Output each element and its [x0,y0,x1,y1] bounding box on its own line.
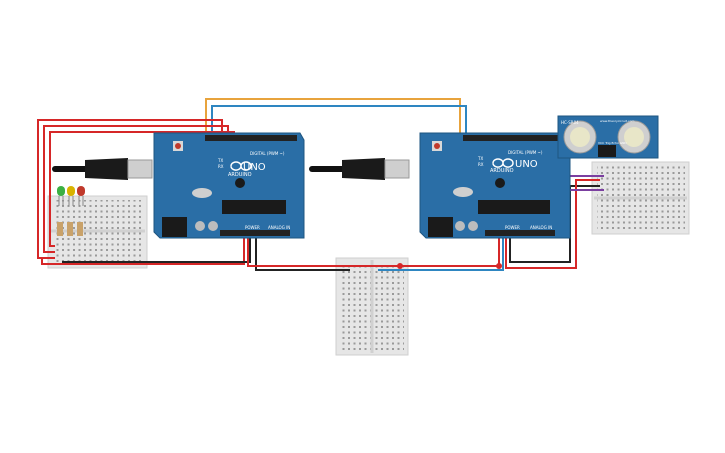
wire-blue-bottom[interactable] [378,236,504,271]
wire-black-gnd-1[interactable] [62,236,251,263]
red-led[interactable] [77,186,85,206]
board2-digital-label: DIGITAL (PWM ~) [508,150,543,155]
usb-cable-left [52,158,153,180]
breadboard-right[interactable] [591,161,690,235]
board1-rx: RX [218,164,224,169]
wire-blue-top[interactable] [211,105,467,137]
yellow-led[interactable] [67,186,75,206]
board1-power-label: POWER [245,225,260,230]
wire-red-power-1[interactable] [41,236,245,265]
board1-digital-label: DIGITAL (PWM ~) [250,151,285,156]
sensor-url: www.theorycircuit.com [600,119,634,123]
wire-red-power-2[interactable] [400,236,500,267]
junction-dot-2 [496,263,502,269]
digital-header-1[interactable] [205,135,297,141]
atmega-chip-1 [222,200,286,214]
digital-header-2[interactable] [463,135,563,141]
wire-red-power-1b[interactable] [247,236,400,267]
wire-red-led-2[interactable] [43,125,229,253]
ultrasonic-sensor[interactable]: HC-SR04 www.theorycircuit.com VCC Trig E… [557,115,659,159]
board2-tx: TX [477,156,483,161]
power-header-1[interactable] [220,230,290,236]
breadboard-left[interactable] [47,195,148,269]
wire-black-gnd-1b[interactable] [255,236,350,271]
board2-model: UNO [515,159,538,170]
board2-power-label: POWER [505,225,520,230]
board2-analog-label: ANALOG IN [530,225,552,230]
wire-orange[interactable] [205,98,461,137]
arduino-uno-2[interactable]: UNO ARDUINO DIGITAL (PWM ~) POWER ANALOG… [419,132,571,239]
junction-dot-1 [397,263,403,269]
board1-model: UNO [243,162,266,173]
resistors [57,222,83,236]
sensor-pins: VCC Trig Echo GND [598,141,627,145]
dc-jack-2 [428,217,453,237]
power-header-2[interactable] [485,230,555,236]
atmega-chip-2 [478,200,550,214]
board1-brand: ARDUINO [228,172,252,178]
green-led[interactable] [57,186,65,206]
board2-rx: RX [478,162,484,167]
board2-brand: ARDUINO [490,168,514,174]
breadboard-bottom[interactable] [335,257,409,356]
usb-cable-right [309,158,410,180]
arduino-uno-1[interactable]: UNO ARDUINO DIGITAL (PWM ~) POWER ANALOG… [153,132,305,239]
dc-jack-1 [162,217,187,237]
board1-analog-label: ANALOG IN [268,225,290,230]
wire-black-gnd-2[interactable] [509,185,600,263]
sensor-model: HC-SR04 [561,120,579,125]
board1-tx: TX [217,158,223,163]
wire-red-vcc-2[interactable] [505,179,600,269]
